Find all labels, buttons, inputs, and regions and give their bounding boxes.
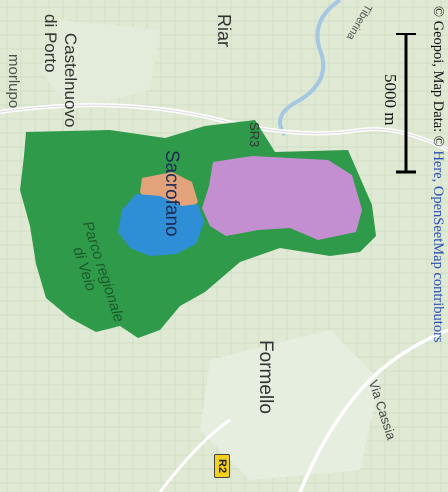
municipality-area-blue bbox=[118, 194, 204, 256]
road-label-r2: R2 bbox=[214, 454, 232, 479]
attribution-link-here[interactable]: Here, bbox=[430, 150, 446, 183]
scale-bar-label: 5000 m bbox=[381, 74, 400, 126]
place-label-castelnuovo: Castelnuovo di Porto bbox=[41, 14, 80, 128]
attribution-link-osm[interactable]: OpenS bbox=[430, 185, 446, 226]
road-r2 bbox=[158, 418, 231, 492]
map-attribution-text: © Geopoi, Map Data: © bbox=[430, 6, 446, 147]
road-label-sr3: SR3 bbox=[247, 122, 262, 148]
municipality-area-violet bbox=[202, 156, 362, 240]
place-label-sacrofano: Sacrofano bbox=[161, 150, 182, 237]
place-label-riano: Riar bbox=[214, 14, 234, 48]
road-sr3-casing bbox=[0, 104, 448, 151]
river bbox=[278, 0, 342, 137]
farmland-patch bbox=[200, 330, 380, 480]
map-attribution: © Geopoi, Map Data: © Here, OpenSeetMap … bbox=[429, 6, 446, 343]
farmland-patch bbox=[40, 20, 160, 110]
road-via-cassia bbox=[298, 328, 448, 492]
place-label-formello: Formello bbox=[255, 340, 276, 414]
attribution-link-osm-tail[interactable]: eetMap contributors bbox=[430, 225, 446, 343]
